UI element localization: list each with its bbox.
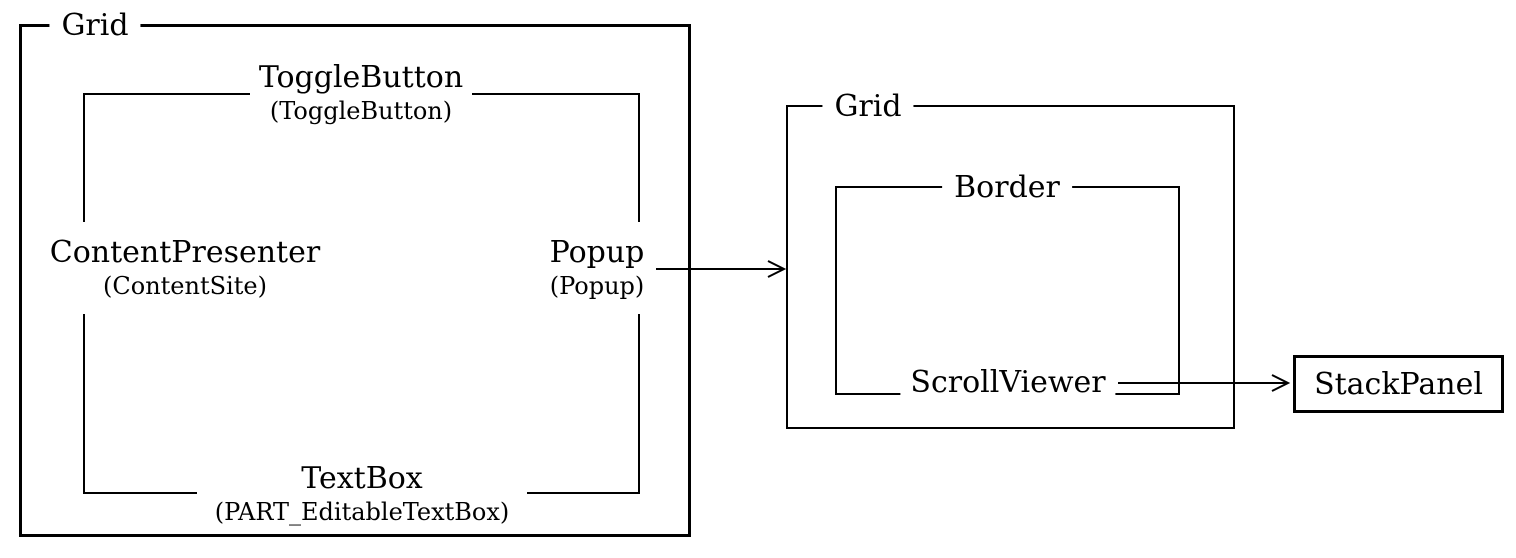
popup-to-grid-arrow (656, 260, 787, 278)
node-stack-panel: StackPanel (1293, 355, 1504, 413)
textbox-name: TextBox (301, 461, 423, 496)
left-grid-label-text: Grid (61, 8, 129, 43)
node-popup: Popup (Popup) (536, 222, 658, 314)
textbox-part: (PART_EditableTextBox) (214, 498, 510, 526)
left-grid-frame (19, 24, 691, 537)
arrowhead-icon (767, 260, 787, 278)
right-grid-frame (786, 105, 1235, 429)
node-toggle-button: ToggleButton (ToggleButton) (250, 60, 472, 126)
right-grid-label-text: Grid (834, 89, 902, 124)
scroll-viewer-name: ScrollViewer (910, 365, 1106, 400)
node-border: Border (942, 170, 1072, 206)
node-content-presenter: ContentPresenter (ContentSite) (44, 222, 326, 314)
arrowhead-icon (1271, 374, 1291, 392)
border-name: Border (954, 170, 1060, 205)
popup-name: Popup (549, 235, 645, 270)
right-grid-label: Grid (822, 89, 914, 125)
scrollviewer-to-stackpanel-arrow (1118, 374, 1291, 392)
toggle-button-part: (ToggleButton) (269, 97, 453, 125)
popup-part: (Popup) (549, 272, 645, 300)
node-textbox: TextBox (PART_EditableTextBox) (197, 461, 527, 527)
content-presenter-part: (ContentSite) (103, 272, 267, 300)
content-presenter-name: ContentPresenter (49, 235, 321, 270)
node-scroll-viewer: ScrollViewer (900, 365, 1116, 401)
toggle-button-name: ToggleButton (258, 60, 464, 95)
stack-panel-box (1293, 355, 1504, 413)
stack-panel-name: StackPanel (1314, 366, 1483, 402)
border-frame (835, 186, 1180, 395)
left-grid-label: Grid (49, 8, 141, 44)
